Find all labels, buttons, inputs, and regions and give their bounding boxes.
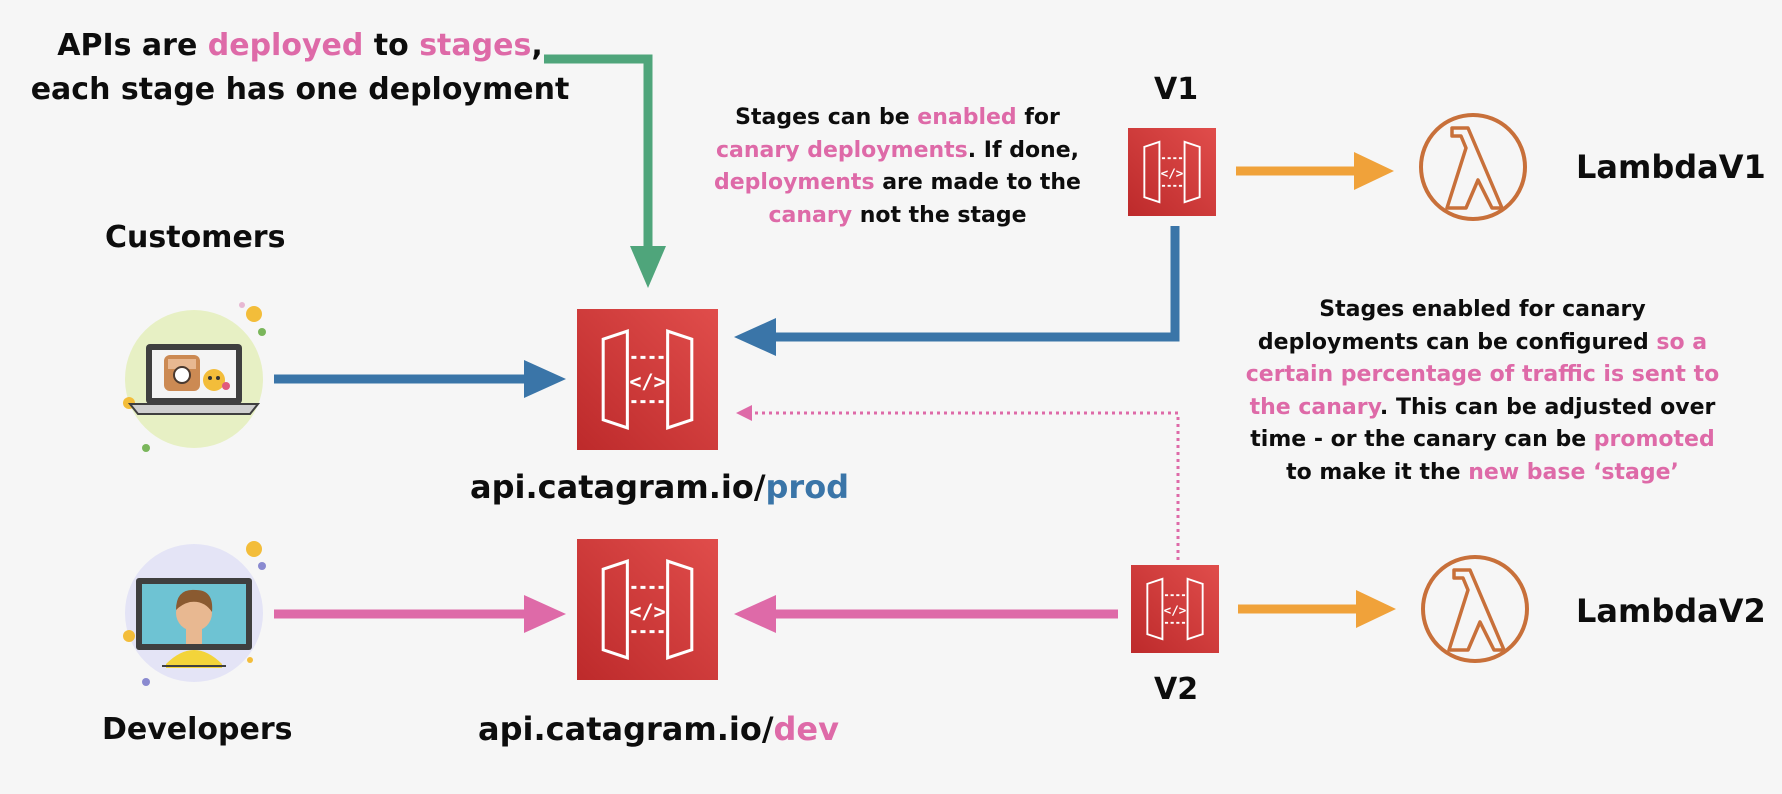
canary-note-line1: Stages can be enabled for bbox=[700, 102, 1095, 135]
text-segment: for bbox=[1016, 105, 1060, 130]
text-segment: deployed bbox=[207, 28, 364, 63]
text-segment: to make it the bbox=[1286, 459, 1469, 485]
traffic-note-line2: deployments can be configured so a bbox=[1235, 327, 1730, 360]
lambda-icon bbox=[1419, 113, 1527, 221]
traffic-note-line6: to make it the new base ‘stage’ bbox=[1235, 457, 1730, 490]
v2-canary-arrow bbox=[736, 405, 1180, 560]
text-segment: canary bbox=[768, 202, 853, 228]
laptop-cat-icon bbox=[123, 302, 266, 452]
api-gateway-icon bbox=[1128, 128, 1216, 216]
traffic-note-line1: Stages enabled for canary bbox=[1235, 294, 1730, 327]
developers-arrow bbox=[274, 595, 566, 633]
v1-label: V1 bbox=[1154, 72, 1199, 107]
canary-note-line2: canary deployments. If done, bbox=[700, 135, 1095, 168]
lambda-v2-label: LambdaV2 bbox=[1576, 592, 1766, 630]
customers-label: Customers bbox=[105, 220, 286, 255]
developers-label: Developers bbox=[102, 712, 293, 747]
developer-monitor-icon bbox=[123, 541, 266, 686]
headline-line1: APIs are deployed to stages, bbox=[20, 24, 580, 68]
traffic-note-line4: the canary. This can be adjusted over bbox=[1235, 392, 1730, 425]
text-segment: certain percentage of traffic is sent to bbox=[1245, 362, 1720, 387]
canary-note-line4: canary not the stage bbox=[700, 200, 1095, 233]
api-dev-stage: dev bbox=[773, 710, 839, 748]
api-dev-label: api.catagram.io/dev bbox=[478, 710, 839, 748]
text-segment: time - or the canary can be bbox=[1250, 427, 1594, 452]
api-gateway-icon bbox=[577, 539, 718, 680]
text-segment: are made to the bbox=[874, 170, 1081, 195]
api-gateway-icon bbox=[577, 309, 718, 450]
text-segment: stages bbox=[419, 28, 532, 63]
customers-arrow bbox=[274, 360, 566, 398]
canary-note: Stages can be enabled for canary deploym… bbox=[700, 102, 1095, 232]
text-segment: not the stage bbox=[852, 202, 1027, 228]
text-segment: canary deployments bbox=[715, 137, 968, 163]
v2-to-lambda-arrow bbox=[1238, 590, 1396, 628]
text-segment: , bbox=[531, 28, 543, 63]
api-prod-label: api.catagram.io/prod bbox=[470, 468, 849, 506]
v2-to-dev-arrow bbox=[734, 595, 1118, 633]
headline: APIs are deployed to stages, each stage … bbox=[20, 24, 580, 112]
api-dev-base: api.catagram.io/ bbox=[478, 710, 774, 748]
text-segment: promoted bbox=[1593, 427, 1715, 452]
text-segment: APIs are bbox=[57, 28, 208, 63]
v1-to-prod-arrow bbox=[734, 226, 1180, 356]
traffic-note-line3: certain percentage of traffic is sent to bbox=[1235, 359, 1730, 392]
lambda-v1-label: LambdaV1 bbox=[1576, 148, 1766, 186]
text-segment: . This can be adjusted over bbox=[1379, 394, 1716, 420]
text-segment: deployments bbox=[714, 170, 875, 195]
deploy-arrow bbox=[544, 54, 666, 288]
text-segment: the canary bbox=[1249, 394, 1380, 420]
text-segment: so a bbox=[1656, 329, 1708, 355]
text-segment: deployments can be configured bbox=[1257, 329, 1657, 355]
lambda-icon bbox=[1421, 555, 1529, 663]
v1-to-lambda-arrow bbox=[1236, 152, 1394, 190]
text-segment: Stages enabled for canary bbox=[1319, 297, 1646, 322]
text-segment: new base ‘stage’ bbox=[1468, 459, 1679, 485]
api-prod-base: api.catagram.io/ bbox=[470, 468, 766, 506]
text-segment: Stages can be bbox=[735, 105, 918, 130]
text-segment: enabled bbox=[917, 105, 1017, 130]
api-prod-stage: prod bbox=[765, 468, 850, 506]
text-segment: to bbox=[363, 28, 420, 63]
canary-note-line3: deployments are made to the bbox=[700, 167, 1095, 200]
api-gateway-icon bbox=[1131, 565, 1219, 653]
headline-line2: each stage has one deployment bbox=[30, 72, 570, 107]
text-segment: . If done, bbox=[967, 137, 1080, 163]
v2-label: V2 bbox=[1154, 672, 1199, 707]
traffic-note: Stages enabled for canary deployments ca… bbox=[1235, 294, 1730, 489]
traffic-note-line5: time - or the canary can be promoted bbox=[1235, 424, 1730, 457]
